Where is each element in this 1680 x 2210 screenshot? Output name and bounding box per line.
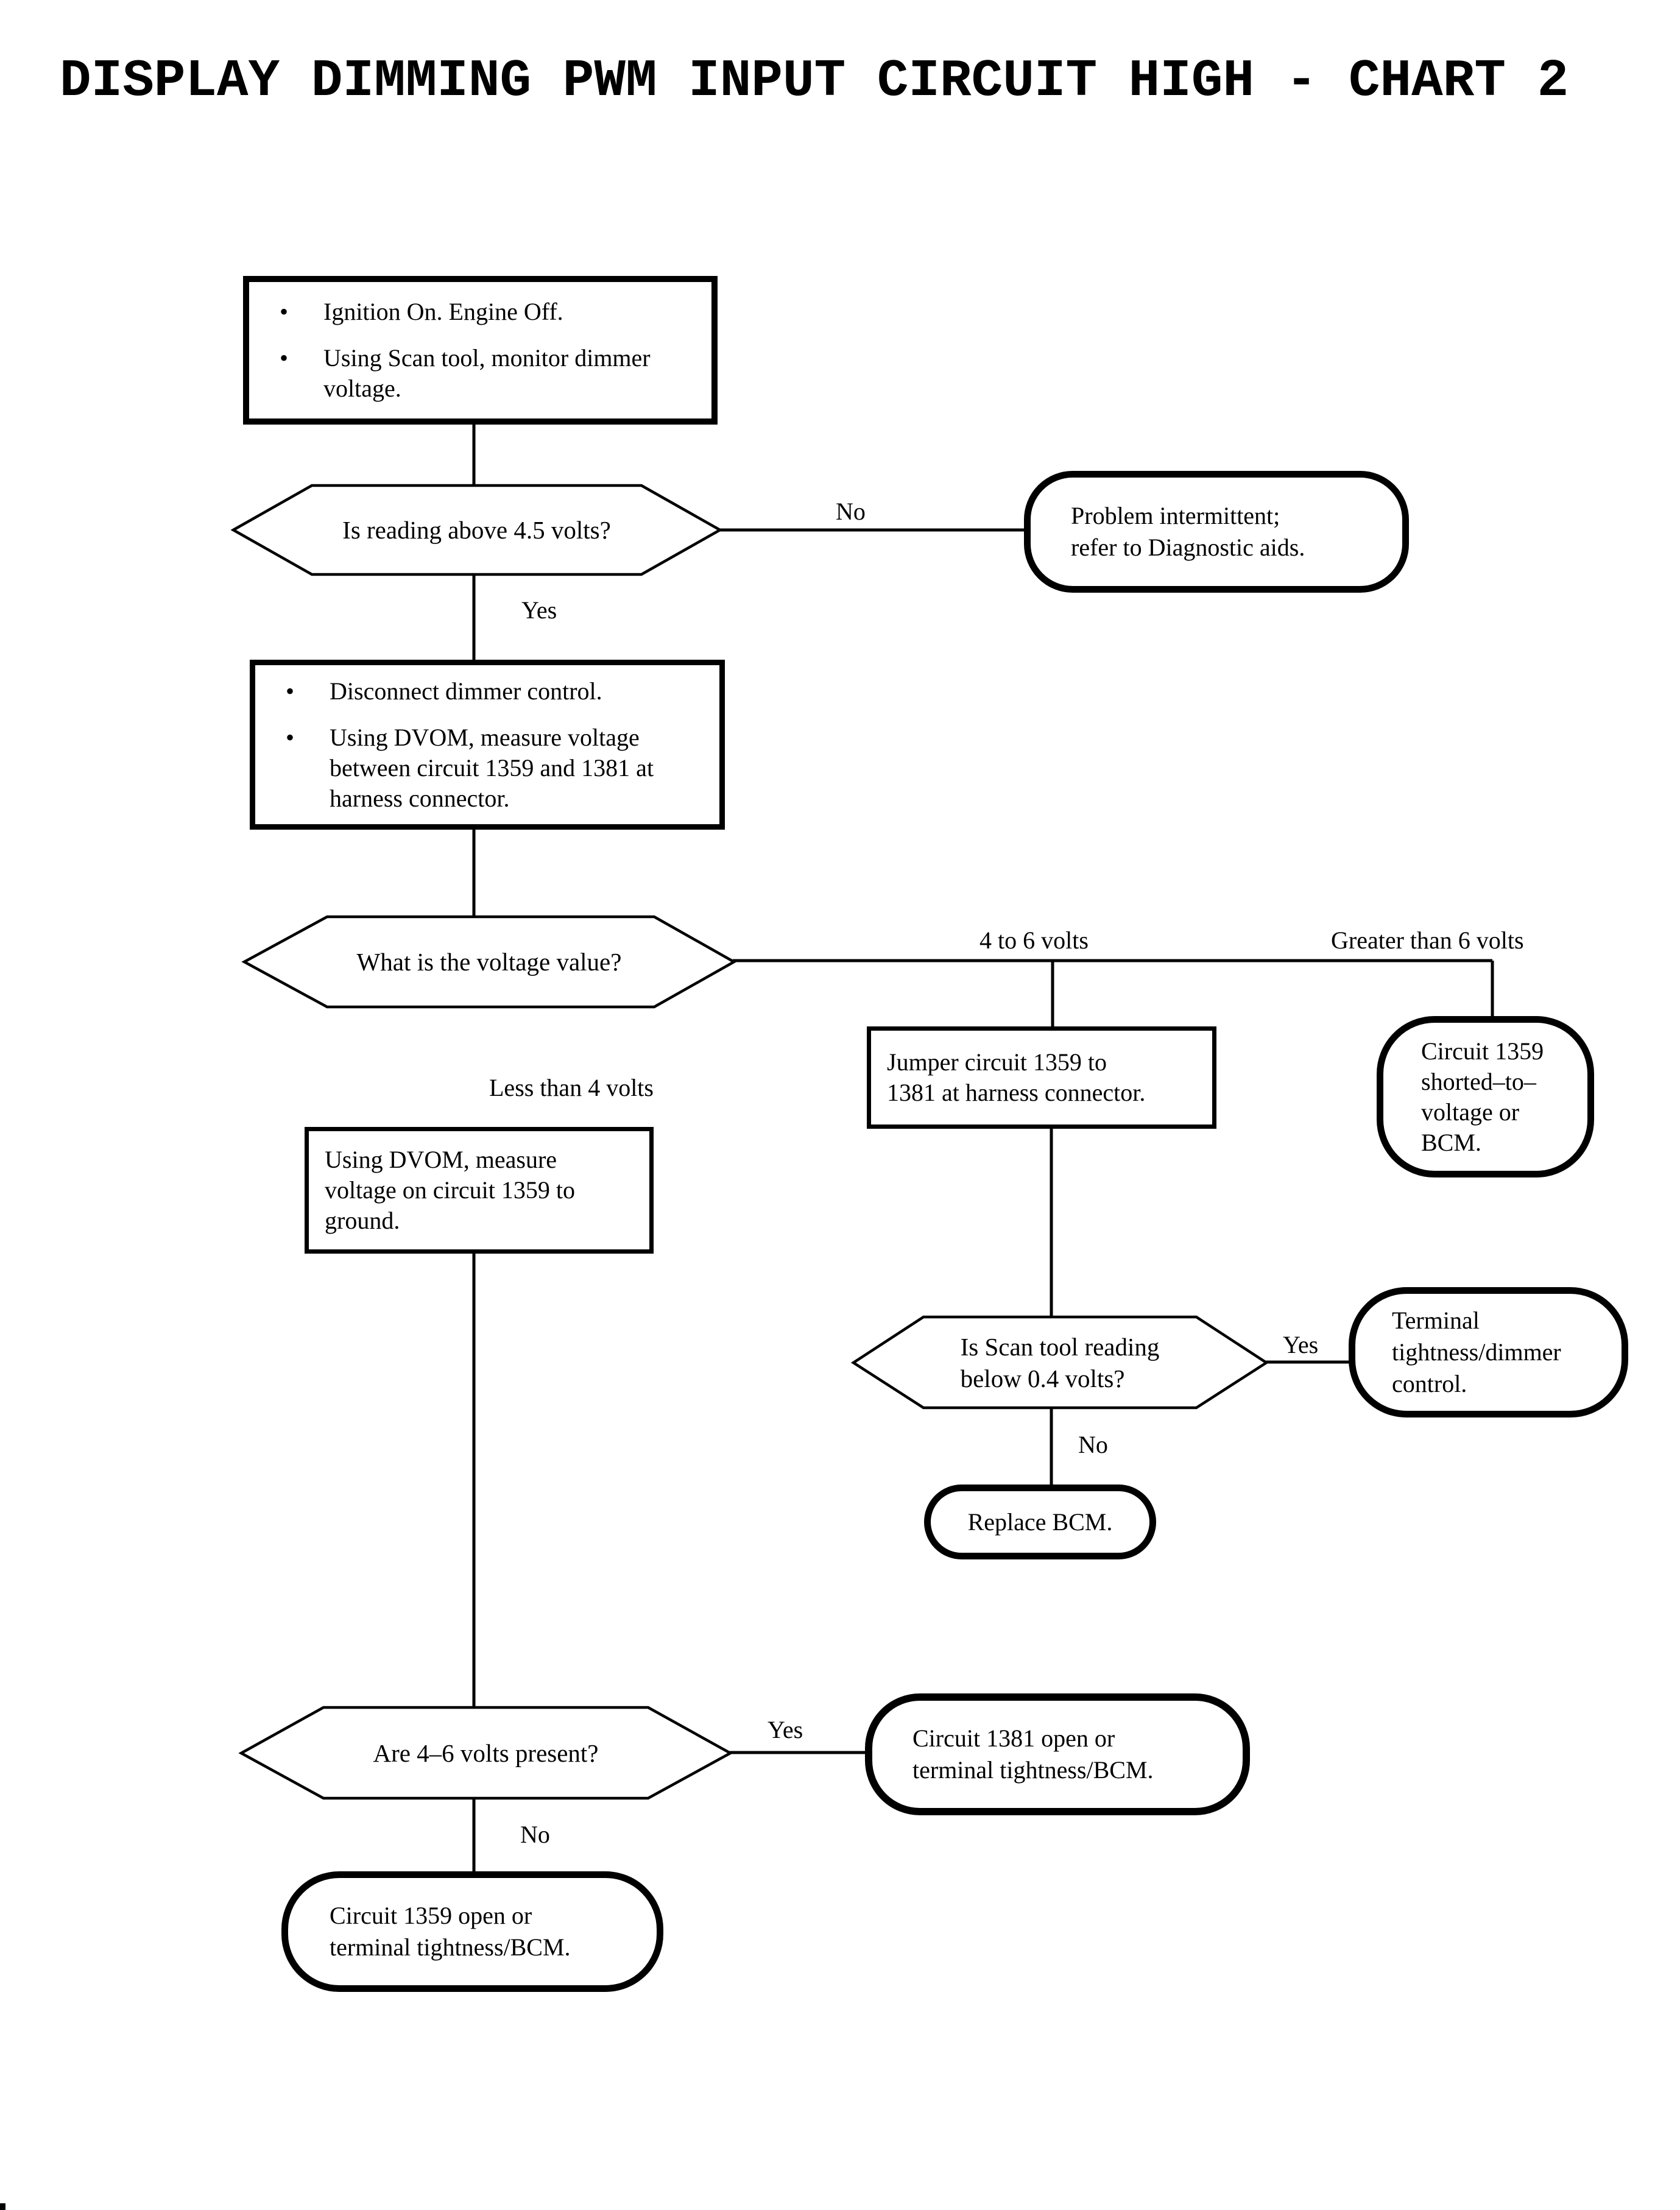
edge-label-less-than-4-volts: Less than 4 volts [489,1074,654,1101]
decision-text-block: Is Scan tool reading below 0.4 volts? [961,1331,1160,1394]
terminal-circuit-1359-shorted: Circuit 1359 shorted–to– voltage or BCM. [1377,1016,1594,1177]
bullet-list: • Disconnect dimmer control. • Using DVO… [255,676,719,814]
bullet-item: • Ignition On. Engine Off. [276,297,702,327]
text-line: voltage. [323,375,401,402]
edge-label-no: No [836,498,866,525]
terminal-problem-intermittent: Problem intermittent; refer to Diagnosti… [1024,471,1409,593]
decision-voltage-value: What is the voltage value? [241,915,737,1009]
edge-label-no: No [520,1821,550,1848]
page-title: DISPLAY DIMMING PWM INPUT CIRCUIT HIGH -… [60,51,1569,111]
text-line: Using Scan tool, monitor dimmer [323,344,651,372]
text-line: 1381 at harness connector. [887,1079,1146,1106]
start-step-box: • Ignition On. Engine Off. • Using Scan … [243,276,718,425]
decision-scan-below-0-4: Is Scan tool reading below 0.4 volts? [850,1315,1269,1410]
text-line: between circuit 1359 and 1381 at [330,754,654,782]
text-line: terminal tightness/BCM. [912,1756,1154,1784]
text-line: Problem intermittent; [1071,502,1280,529]
decision-label: Is reading above 4.5 volts? [342,516,611,544]
bullet-text: Disconnect dimmer control. [330,676,710,707]
text-line: shorted–to– [1421,1067,1536,1095]
edge-label-yes: Yes [521,596,557,624]
hexagon-shape [241,915,737,1009]
text-line: Circuit 1359 [1421,1037,1544,1065]
text-line: refer to Diagnostic aids. [1071,534,1305,561]
terminal-replace-bcm: Replace BCM. [924,1485,1156,1559]
text-line: Terminal [1392,1307,1480,1334]
decision-4-6-volts-present: Are 4–6 volts present? [238,1706,733,1800]
bullet-icon: • [280,298,289,325]
decision-label: Is Scan tool reading below 0.4 volts? [853,1317,1266,1408]
edge-label-no: No [1078,1431,1108,1458]
decision-reading-above-4-5: Is reading above 4.5 volts? [230,484,723,576]
text-line: terminal tightness/BCM. [330,1933,571,1961]
terminal-circuit-1381-open: Circuit 1381 open or terminal tightness/… [865,1693,1250,1815]
hexagon-shape [850,1315,1269,1410]
terminal-circuit-1359-open: Circuit 1359 open or terminal tightness/… [281,1871,663,1992]
scan-artifact [0,2203,5,2210]
text-line: ground. [325,1207,400,1234]
bullet-item: • Using DVOM, measure voltage between ci… [282,722,710,814]
edge-label-greater-than-6-volts: Greater than 6 volts [1331,927,1524,954]
text-line: Using DVOM, measure [325,1146,557,1173]
step-measure-ground-box: Using DVOM, measure voltage on circuit 1… [305,1127,654,1254]
bullet-list: • Ignition On. Engine Off. • Using Scan … [249,297,711,404]
terminal-tightness-dimmer-control: Terminal tightness/dimmer control. [1349,1287,1628,1417]
text-line: voltage on circuit 1359 to [325,1176,576,1204]
bullet-item: • Disconnect dimmer control. [282,676,710,707]
text-line: BCM. [1421,1128,1481,1156]
text-line: harness connector. [330,784,510,812]
bullet-icon: • [286,677,295,705]
text-line: voltage or [1421,1098,1520,1126]
text-line: Using DVOM, measure voltage [330,723,640,751]
decision-label: What is the voltage value? [356,948,622,976]
text-line: Jumper circuit 1359 to [887,1048,1107,1076]
decision-label: Are 4–6 volts present? [373,1739,599,1767]
text-line: Is Scan tool reading [960,1332,1160,1361]
bullet-text: Using DVOM, measure voltage between circ… [330,722,710,814]
bullet-icon: • [280,344,289,372]
text-line: Replace BCM. [967,1508,1113,1536]
text-line: below 0.4 volts? [960,1364,1125,1393]
step-jumper-box: Jumper circuit 1359 to 1381 at harness c… [867,1026,1216,1129]
edge-label-yes: Yes [768,1716,803,1743]
text-line: control. [1392,1370,1467,1397]
edge-label-4-to-6-volts: 4 to 6 volts [979,927,1089,954]
text-line: tightness/dimmer [1392,1338,1561,1366]
hexagon-shape [230,484,723,576]
bullet-icon: • [286,723,295,751]
bullet-text: Ignition On. Engine Off. [323,297,702,327]
text-line: Circuit 1381 open or [912,1725,1115,1752]
bullet-text: Using Scan tool, monitor dimmer voltage. [323,343,702,404]
text-line: Ignition On. Engine Off. [323,298,563,325]
step-disconnect-box: • Disconnect dimmer control. • Using DVO… [250,660,725,830]
bullet-item: • Using Scan tool, monitor dimmer voltag… [276,343,702,404]
text-line: Disconnect dimmer control. [330,677,602,705]
edge-label-yes: Yes [1283,1331,1319,1358]
text-line: Circuit 1359 open or [330,1902,532,1929]
hexagon-shape [238,1706,733,1800]
